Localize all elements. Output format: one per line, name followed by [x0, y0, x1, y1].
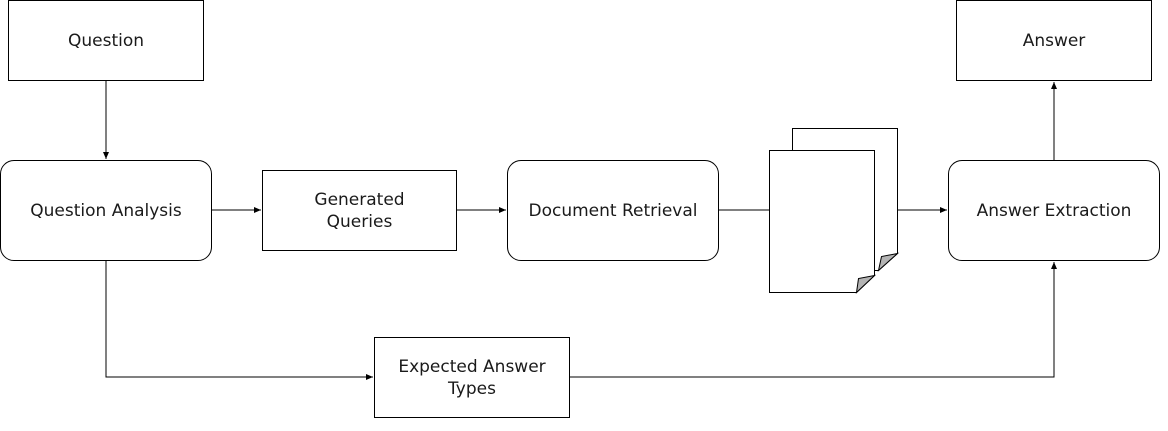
- node-answer-extraction: Answer Extraction: [948, 160, 1160, 261]
- node-question-analysis-label: Question Analysis: [30, 200, 182, 221]
- node-question-label: Question: [67, 30, 145, 51]
- node-answer-label: Answer: [1022, 30, 1086, 51]
- node-answer-extraction-label: Answer Extraction: [976, 200, 1132, 221]
- node-document-retrieval-label: Document Retrieval: [528, 200, 698, 221]
- node-document-retrieval: Document Retrieval: [507, 160, 719, 261]
- document-page-front-fold: [855, 274, 877, 294]
- document-page-back-fold: [877, 252, 900, 272]
- node-generated-queries-label: Generated Queries: [314, 189, 405, 232]
- node-answer: Answer: [956, 0, 1152, 81]
- edge-question-analysis-to-expected-answer-types: [105, 261, 373, 380]
- node-expected-answer-types-label: Expected Answer Types: [398, 356, 546, 399]
- node-question-analysis: Question Analysis: [0, 160, 212, 261]
- document-page-front: [769, 150, 875, 293]
- documents-icon: [769, 128, 900, 294]
- node-expected-answer-types: Expected Answer Types: [374, 337, 570, 418]
- node-generated-queries: Generated Queries: [262, 170, 457, 251]
- node-question: Question: [8, 0, 204, 81]
- edge-expected-answer-types-to-answer-extraction: [570, 262, 1057, 378]
